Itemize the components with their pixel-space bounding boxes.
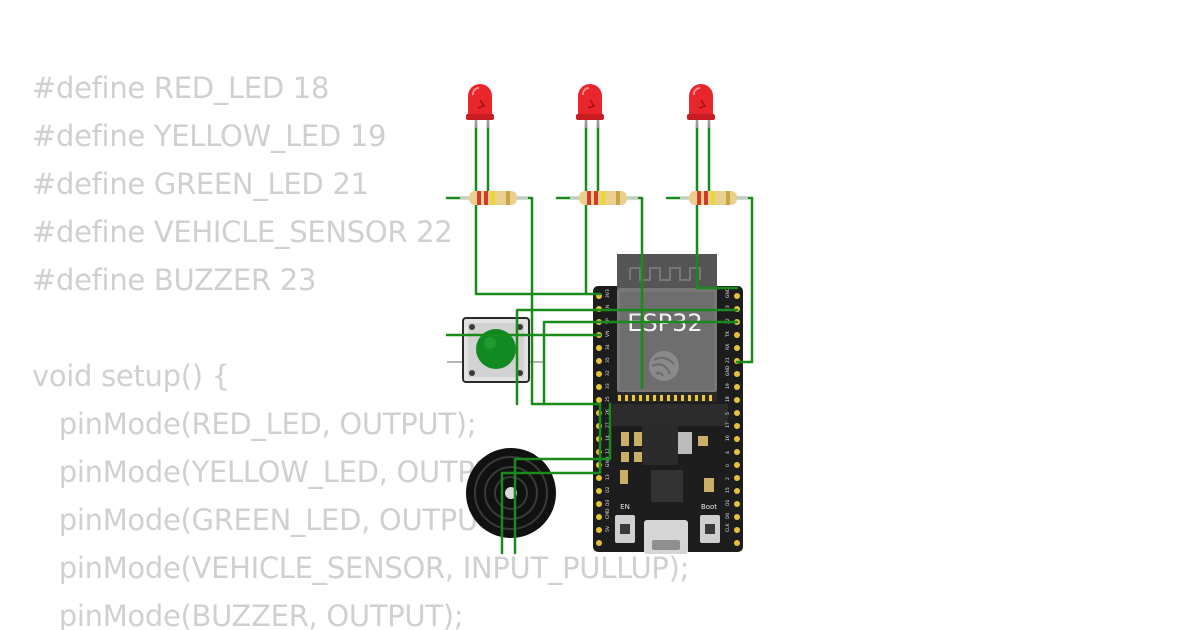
pin-label: TX	[725, 331, 731, 338]
pin-label: 19	[725, 383, 731, 389]
pin-label: 15	[725, 487, 731, 493]
usb-chip	[651, 470, 683, 502]
pin-label: D1	[725, 500, 731, 506]
pin-label: 34	[605, 344, 611, 350]
pin-label: 2	[725, 477, 731, 480]
code-line: #define YELLOW_LED 19	[32, 119, 387, 153]
pin-label: 23	[725, 305, 731, 311]
pin-label: 5	[725, 412, 731, 415]
pin-label: RX	[725, 344, 731, 350]
resistor-1	[460, 191, 528, 205]
pin-label: 3V3	[605, 289, 611, 298]
pin-label: VN	[605, 331, 611, 337]
esp32-board[interactable]: ESP32 EN Boot	[593, 254, 743, 554]
pin-label: 14	[605, 435, 611, 441]
pin-label: CLK	[725, 522, 731, 532]
buzzer	[466, 448, 556, 538]
pin-label: 18	[725, 396, 731, 402]
pin-label: D0	[725, 513, 731, 519]
code-line: #define GREEN_LED 21	[32, 167, 369, 201]
pin-label: GND	[605, 456, 611, 467]
pin-label: 4	[725, 451, 731, 454]
pin-label: 35	[605, 357, 611, 363]
boot-label: Boot	[701, 503, 717, 511]
code-line: pinMode(RED_LED, OUTPUT);	[32, 407, 477, 441]
code-line: pinMode(VEHICLE_SENSOR, INPUT_PULLUP);	[32, 551, 690, 585]
pin-label: 27	[605, 422, 611, 428]
pin-label: 21	[725, 357, 731, 363]
pin-label: GND	[725, 365, 731, 376]
module-antenna	[617, 254, 717, 288]
code-line: #define RED_LED 18	[32, 71, 330, 105]
led-red-3[interactable]	[687, 84, 715, 128]
pin-label: D2	[605, 487, 611, 493]
resistor-3	[680, 191, 748, 205]
pin-label: 0	[725, 464, 731, 467]
pin-label: 13	[605, 474, 611, 480]
pin-label: 25	[605, 396, 611, 402]
pin-label: 17	[725, 422, 731, 428]
code-line: pinMode(BUZZER, OUTPUT);	[32, 599, 464, 630]
code-line: #define BUZZER 23	[32, 263, 317, 297]
pin-label: 26	[605, 409, 611, 415]
resistor-2	[570, 191, 638, 205]
left-pin-labels: 3V3 EN VP VN 34 35 32 33 25 26 27 14 12 …	[605, 289, 611, 532]
led-red-2[interactable]	[576, 84, 604, 128]
pin-label: GND	[725, 287, 731, 298]
pin-label: D3	[605, 500, 611, 506]
pin-label: EN	[605, 305, 611, 311]
code-line: #define VEHICLE_SENSOR 22	[32, 215, 453, 249]
espressif-logo-icon	[649, 351, 679, 381]
en-label: EN	[620, 503, 630, 511]
led-red-1[interactable]	[466, 84, 494, 128]
pin-label: 16	[725, 435, 731, 441]
pin-label: 12	[605, 448, 611, 454]
voltage-regulator	[642, 425, 678, 465]
pushbutton[interactable]	[447, 317, 545, 383]
pin-label: 32	[605, 370, 611, 376]
pin-label: 5V	[605, 525, 611, 532]
pin-label: CMD	[605, 508, 611, 519]
code-line: void setup() {	[32, 359, 230, 393]
pin-label: 33	[605, 383, 611, 389]
